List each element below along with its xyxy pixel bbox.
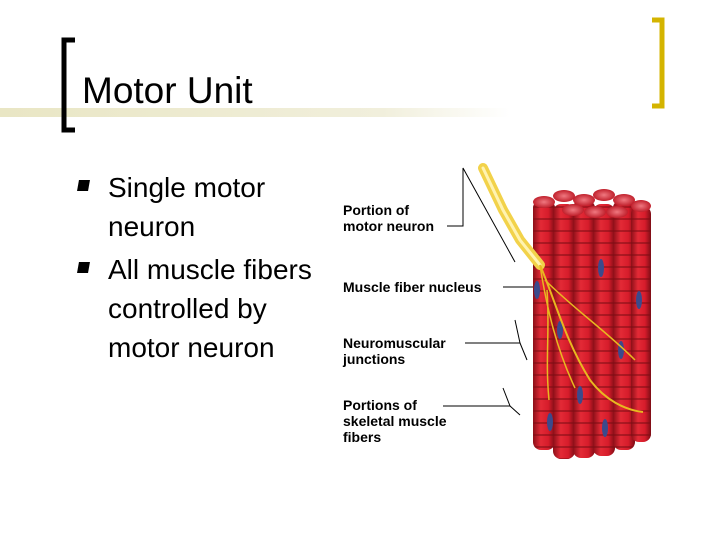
label-motor-neuron-line2: motor neuron: [343, 218, 434, 234]
muscle-fiber-bundle: [533, 189, 651, 459]
bullet-list: Single motor neuron All muscle fibers co…: [77, 168, 318, 371]
nucleus-icon: [557, 321, 563, 339]
bullet-item: All muscle fibers controlled by motor ne…: [77, 250, 318, 367]
nucleus-icon: [534, 281, 540, 299]
motor-unit-illustration: Portion of motor neuron Muscle fiber nuc…: [342, 163, 651, 459]
square-bullet-icon: [77, 180, 90, 191]
label-skeletal-line2: skeletal muscle: [343, 413, 447, 429]
nucleus-icon: [547, 413, 553, 431]
label-skeletal-line1: Portions of: [343, 397, 417, 413]
label-fiber-nucleus: Muscle fiber nucleus: [343, 279, 482, 295]
motor-neuron: [478, 163, 644, 413]
bullet-text: All muscle fibers controlled by motor ne…: [108, 254, 312, 363]
right-bracket: [652, 17, 665, 109]
bullet-text: Single motor neuron: [108, 172, 266, 242]
leader-lines: [443, 167, 533, 416]
title-underline: [0, 108, 510, 117]
nucleus-icon: [618, 341, 624, 359]
label-skeletal-line3: fibers: [343, 429, 381, 445]
nucleus-icon: [598, 259, 604, 277]
left-bracket: [61, 37, 75, 133]
square-bullet-icon: [77, 262, 90, 273]
bullet-item: Single motor neuron: [77, 168, 318, 246]
nucleus-icon: [602, 419, 608, 437]
nucleus-icon: [636, 291, 642, 309]
label-nmj-line2: junctions: [342, 351, 405, 367]
nucleus-icon: [577, 386, 583, 404]
label-nmj-line1: Neuromuscular: [343, 335, 446, 351]
slide-title: Motor Unit: [82, 70, 253, 111]
label-motor-neuron-line1: Portion of: [343, 202, 409, 218]
